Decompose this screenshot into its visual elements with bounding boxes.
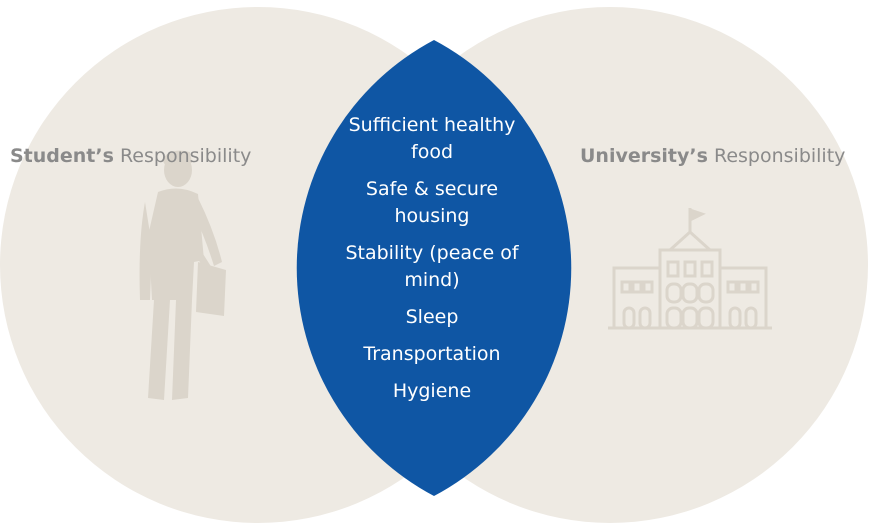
student-label-emphasis: Student’s — [10, 145, 114, 167]
university-label-emphasis: University’s — [580, 145, 708, 167]
university-label-rest: Responsibility — [707, 145, 846, 167]
university-building-icon — [608, 207, 772, 330]
student-label-rest: Responsibility — [113, 145, 252, 167]
overlap-item: Hygiene — [392, 380, 472, 402]
overlap-item: Transportation — [363, 343, 501, 365]
overlap-item: Sleep — [405, 306, 459, 328]
university-responsibility-label: University’s Responsibility — [580, 145, 845, 167]
overlap-lens — [296, 40, 572, 496]
overlap-item: Safe & secure housing — [365, 178, 499, 227]
overlap-item: Stability (peace of mind) — [345, 242, 519, 291]
student-responsibility-label: Student’s Responsibility — [10, 145, 251, 167]
shared-responsibility-list: Sufficient healthy food Safe & secure ho… — [331, 112, 533, 415]
student-figure-icon — [139, 150, 226, 400]
overlap-item: Sufficient healthy food — [348, 114, 516, 163]
